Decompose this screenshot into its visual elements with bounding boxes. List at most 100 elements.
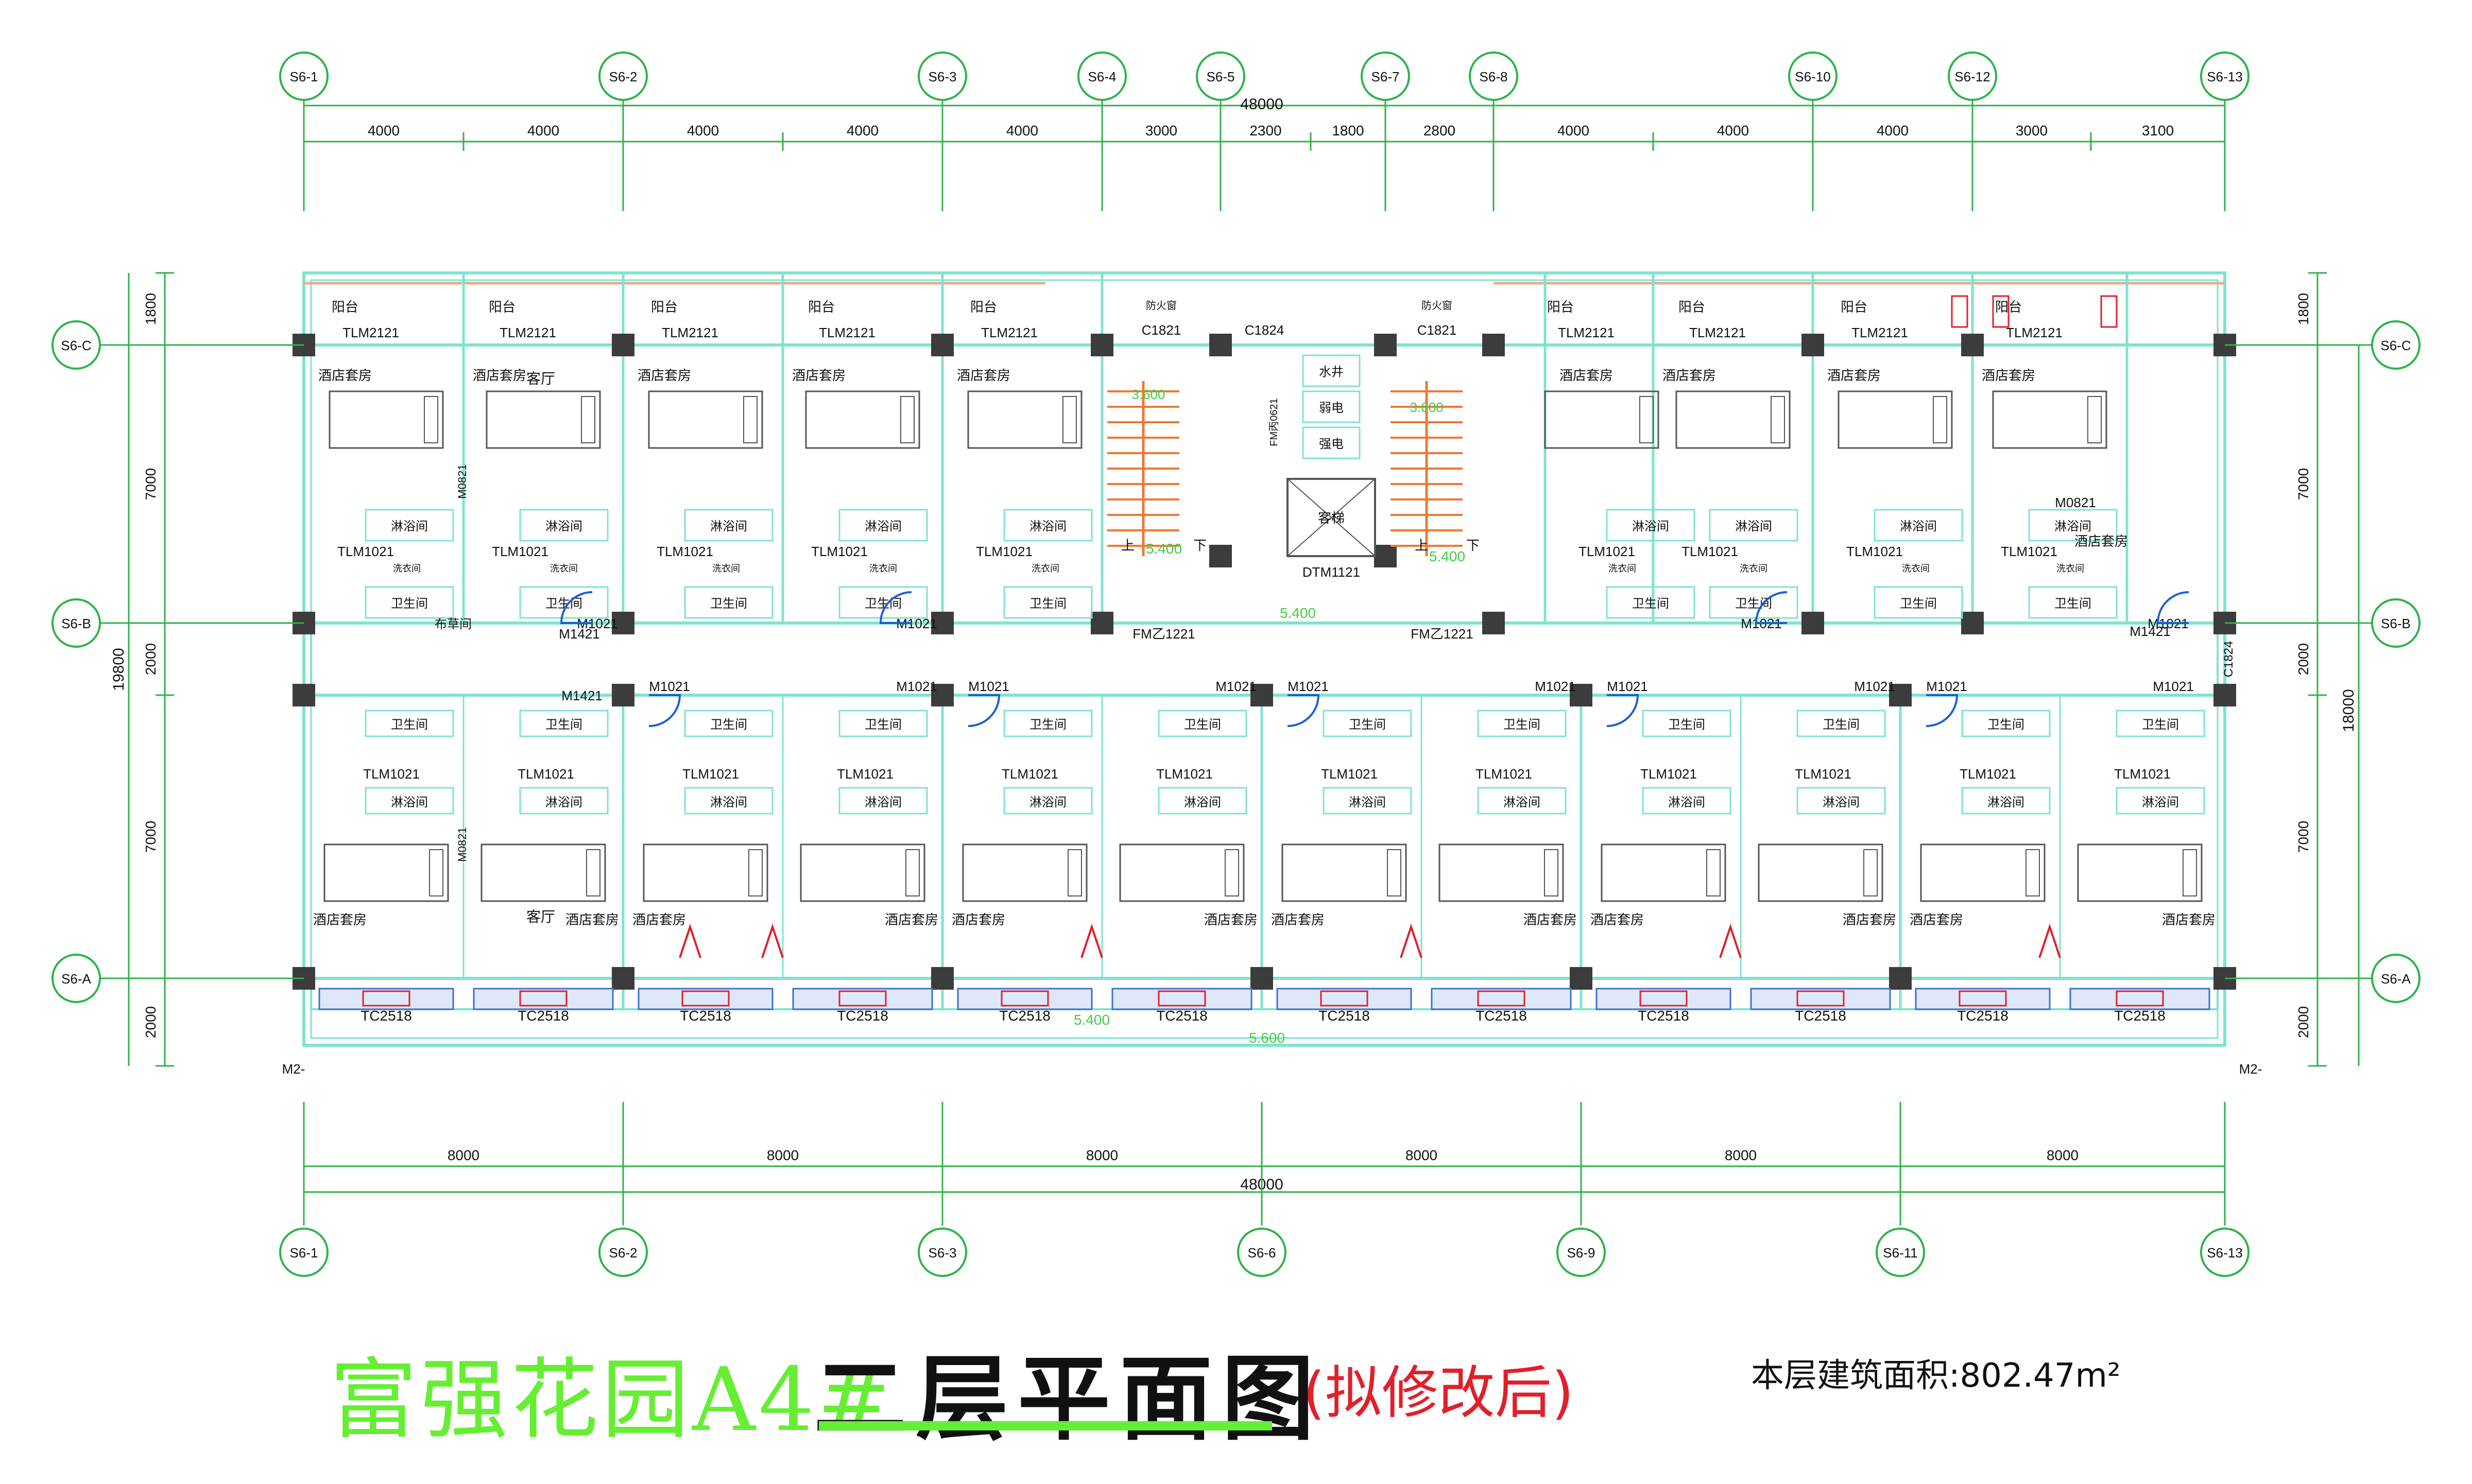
toilet-room (684, 586, 774, 619)
door-tag-tlm1021-b: TLM1021 (1960, 766, 2016, 782)
balcony-label: 阳台 (970, 299, 997, 315)
dim-top-value: 1800 (1332, 123, 1364, 139)
shower-room-b (1003, 787, 1093, 815)
pillow (1771, 396, 1785, 443)
door-tag-m1021-bottom: M1021 (968, 679, 1009, 694)
shower-room-b (1323, 787, 1412, 815)
toilet-label-b: 卫生间 (1823, 718, 1860, 732)
bed (1920, 843, 2046, 902)
axis-bubble-left-circle (52, 598, 101, 648)
toilet-label: 卫生间 (391, 597, 428, 611)
wash-label: 洗衣间 (2056, 563, 2084, 574)
shower-label-b: 淋浴间 (2142, 796, 2179, 809)
pillow (748, 849, 763, 896)
wash-label: 洗衣间 (1032, 563, 1059, 574)
shower-room-b (838, 787, 928, 815)
bed (1119, 843, 1245, 902)
pillow (1068, 849, 1082, 896)
axis-bubble-bottom-circle (918, 1228, 967, 1277)
pillow (2183, 849, 2197, 896)
window-tag-tc2518: TC2518 (1318, 1008, 1370, 1024)
toilet-label-b: 卫生间 (1503, 718, 1540, 732)
door-swing-bottom (968, 694, 1001, 727)
shower-label: 淋浴间 (710, 520, 747, 533)
structural-column (1250, 967, 1273, 990)
axis-bubble-top-label: S6-3 (929, 69, 957, 84)
wash-label: 洗衣间 (1902, 563, 1930, 574)
door-tag-m1021-bottom: M1021 (1926, 679, 1967, 694)
window-tag-c1821-2: C1821 (1417, 322, 1457, 338)
shower-label: 淋浴间 (865, 520, 902, 533)
structural-column (2213, 684, 2236, 706)
axis-bubble-top-circle (1077, 51, 1127, 101)
door-tag-dtm1121: DTM1121 (1302, 564, 1360, 580)
dim-top-value: 4000 (1557, 123, 1589, 139)
window-tag-tlm2121: TLM2121 (1851, 325, 1908, 340)
riser-mark (1400, 923, 1422, 958)
bed (2077, 843, 2203, 902)
shower-label: 淋浴间 (391, 520, 428, 533)
toilet-label-b: 卫生间 (2142, 718, 2179, 732)
dim-right-value: 2000 (2295, 643, 2311, 675)
elevation-landing-2: 3.600 (1410, 400, 1443, 415)
strong-elec-label: 强电 (1319, 437, 1344, 451)
axis-bubble-left-label: S6-A (61, 971, 91, 987)
dim-top-value: 4000 (687, 123, 719, 139)
door-tag-tlm1021: TLM1021 (2001, 544, 2057, 559)
window-tag-tlm2121: TLM2121 (1689, 325, 1746, 340)
water-shaft-label: 水井 (1319, 365, 1344, 379)
shower-room (838, 509, 928, 542)
door-swing-top (560, 591, 593, 624)
ac-mark (1320, 990, 1368, 1007)
ac-mark (519, 990, 568, 1007)
door-tag-tlm1021-b: TLM1021 (1321, 766, 1378, 782)
riser-mark (2038, 923, 2061, 958)
balcony-label: 阳台 (1841, 299, 1867, 315)
floor-area-label: 本层建筑面积:802.47m² (1751, 1357, 2121, 1395)
tag-m2-left: M2- (282, 1061, 305, 1077)
dim-top-value: 4000 (1006, 123, 1038, 139)
dim-top-total: 48000 (1240, 96, 1283, 113)
door-tag-m1021-bottom: M1021 (1215, 679, 1257, 694)
shower-room (1709, 509, 1798, 542)
dim-top-value: 2800 (1423, 123, 1455, 139)
structural-column (1961, 334, 1984, 356)
door-tag-m0821: M0821 (456, 464, 469, 498)
structural-column (612, 612, 634, 634)
window-tag-tc2518: TC2518 (1475, 1008, 1527, 1024)
dim-top-value: 3000 (1145, 123, 1177, 139)
ac-mark (1001, 990, 1049, 1007)
ac-mark-top (1992, 295, 2010, 328)
toilet-room-b (2116, 710, 2205, 737)
elevator-label: 客梯 (1318, 510, 1345, 526)
structural-column (1801, 612, 1824, 634)
tag-m2-right: M2- (2239, 1061, 2262, 1077)
door-tag-m1421-right: M1421 (2130, 624, 2171, 639)
pillow (1387, 849, 1401, 896)
dim-bottom-value: 8000 (767, 1147, 799, 1163)
pillow (1706, 849, 1721, 896)
window-tag-tc2518: TC2518 (999, 1008, 1051, 1024)
window-tag-tc2518: TC2518 (680, 1008, 731, 1024)
axis-bubble-top-label: S6-13 (2207, 69, 2242, 84)
axis-bubble-right-circle (2371, 320, 2420, 370)
structural-column (1374, 545, 1397, 567)
title-underline (819, 1421, 1272, 1430)
dim-top-value: 2300 (1249, 123, 1281, 139)
dim-bottom-value: 8000 (1405, 1147, 1437, 1163)
shower-room-b (1642, 787, 1731, 815)
riser-mark (761, 923, 784, 958)
axis-bubble-top-circle (918, 51, 967, 101)
bed (805, 390, 920, 449)
wash-label: 洗衣间 (869, 563, 897, 574)
dim-right-value: 7000 (2295, 821, 2311, 853)
pillow (743, 396, 758, 443)
dim-right-value: 2000 (2295, 1006, 2311, 1038)
door-swing-bottom (1287, 694, 1320, 727)
shower-label-b: 淋浴间 (710, 796, 747, 809)
door-tag-tlm1021-b: TLM1021 (518, 766, 574, 782)
balcony-label: 阳台 (1547, 299, 1574, 315)
dim-top-value: 4000 (847, 123, 879, 139)
toilet-room-b (1961, 710, 2051, 737)
bed (643, 843, 768, 902)
